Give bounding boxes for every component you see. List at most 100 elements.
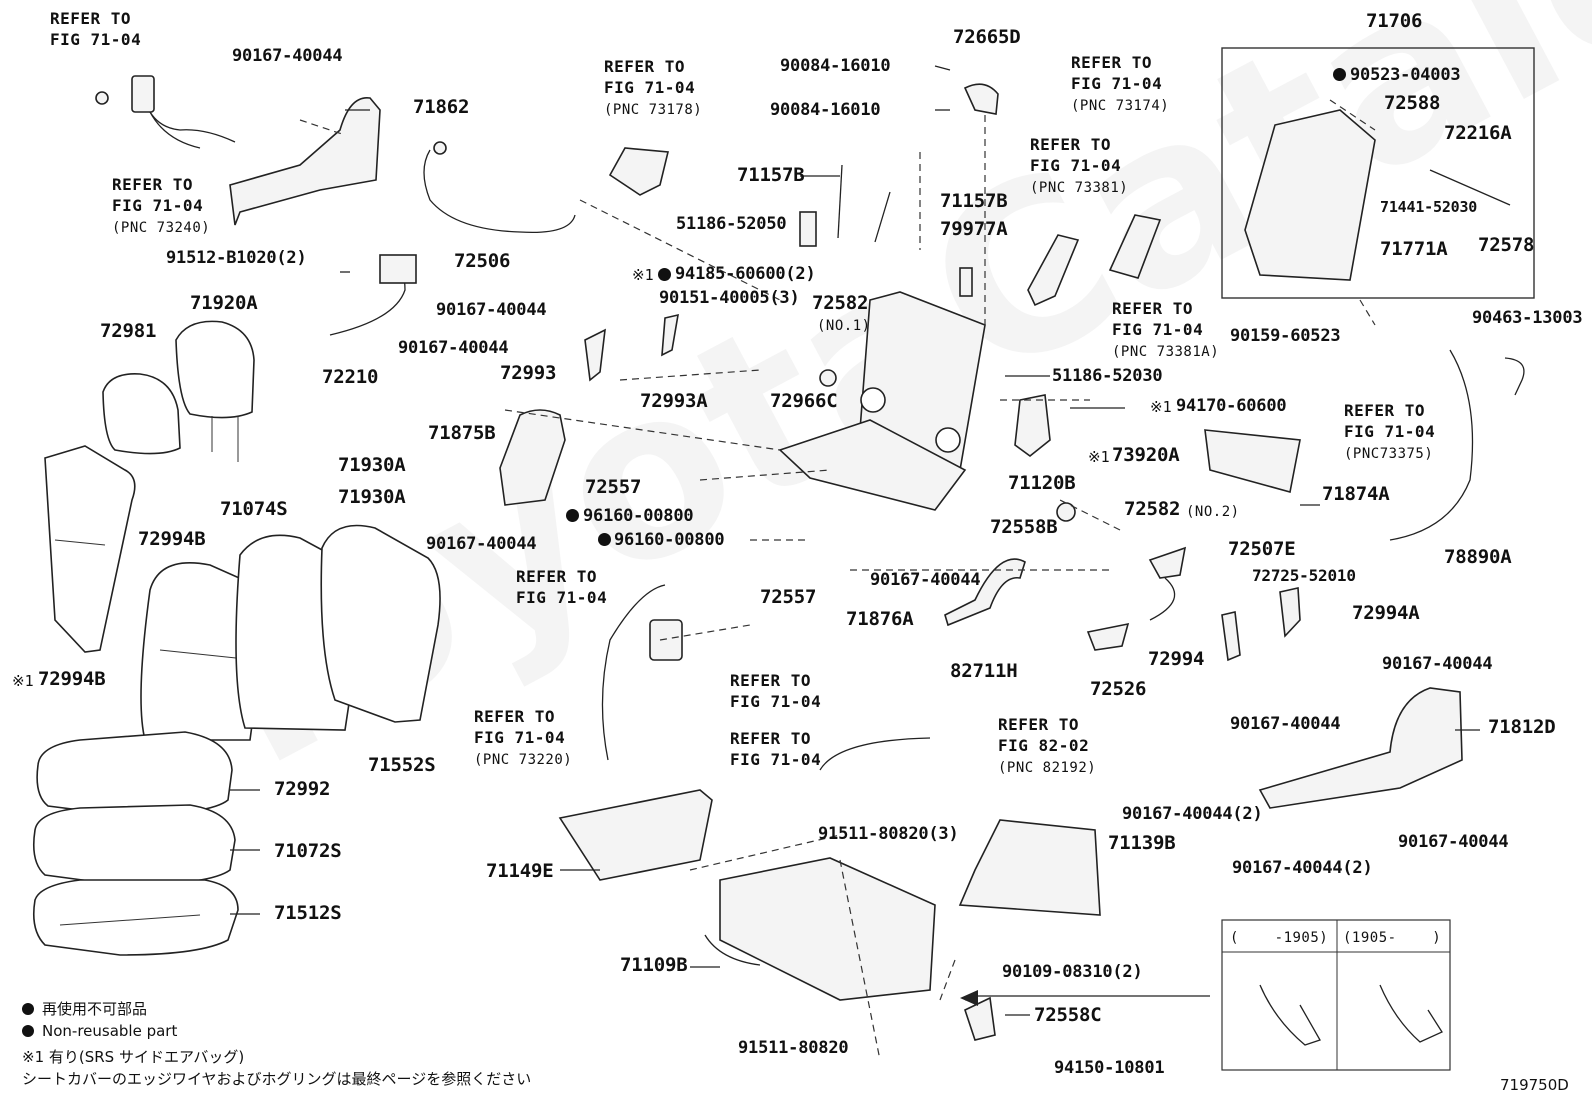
- label-72210: 72210: [322, 366, 379, 388]
- label-91512-b1020: 91512-B1020(2): [166, 248, 307, 268]
- x1-mark: ※1: [1088, 448, 1110, 466]
- headrest-72981: [102, 373, 181, 455]
- label-72582-no1: 72582: [812, 292, 869, 314]
- bracket-72993a: [661, 313, 679, 357]
- label-82711h: 82711H: [950, 660, 1018, 682]
- label-78890a: 78890A: [1444, 546, 1512, 568]
- label-94170-60600: 94170-60600: [1176, 396, 1287, 416]
- label-90523-04003: 90523-04003: [1350, 65, 1461, 85]
- cable-78890a: [1389, 349, 1474, 541]
- rod-72578: [1429, 169, 1511, 206]
- hook-90463-13003: [1504, 357, 1525, 396]
- label-71441-52030: 71441-52030: [1380, 198, 1478, 216]
- refer-to-text: REFER TO: [604, 57, 686, 76]
- label-72994b: 72994B: [138, 528, 206, 550]
- label-71072s: 71072S: [274, 840, 342, 862]
- legend-text: Non-reusable part: [42, 1022, 178, 1040]
- label-90167-40044-c: 90167-40044: [426, 534, 537, 554]
- seat-frame-71120b: [778, 291, 986, 511]
- label-90167-40044-2a: 90167-40044(2): [1122, 804, 1263, 824]
- label-71771a: 71771A: [1380, 238, 1448, 260]
- cover-73178: [608, 147, 669, 196]
- label-90463-13003: 90463-13003: [1472, 308, 1583, 328]
- label-71157b-a: 71157B: [737, 164, 805, 186]
- cushion-cover-71512s: [32, 879, 239, 956]
- inset-header-left: ( -1905): [1230, 930, 1329, 946]
- x1-mark: ※1: [632, 266, 654, 284]
- legend-note-cover: シートカバーのエッジワイヤおよびホグリングは最終ページを参照ください: [22, 1070, 532, 1088]
- bracket-72994a: [1279, 587, 1301, 638]
- x1-mark: ※1: [12, 672, 34, 690]
- ref-fig: FIG 71-04: [604, 78, 696, 97]
- bracket-72993: [584, 328, 606, 382]
- label-73920a: 73920A: [1112, 444, 1180, 466]
- ref-fig: FIG 71-04: [1112, 320, 1204, 339]
- label-96160-00800-a: 96160-00800: [583, 506, 694, 526]
- label-72526: 72526: [1090, 678, 1147, 700]
- refer-to-text: REFER TO: [50, 9, 132, 28]
- label-71139b: 71139B: [1108, 832, 1176, 854]
- ref-fig: FIG 71-04: [516, 588, 608, 607]
- label-71874a: 71874A: [1322, 483, 1390, 505]
- seatback-cover-x1: [44, 445, 136, 653]
- bracket-72994: [1221, 611, 1241, 662]
- nonreusable-dot: [598, 533, 611, 546]
- legend-note-x1: ※1 有り(SRS サイドエアバッグ): [22, 1048, 245, 1066]
- label-72993: 72993: [500, 362, 557, 384]
- ref-fig: FIG 71-04: [112, 196, 204, 215]
- label-72994: 72994: [1148, 648, 1205, 670]
- nonreusable-dot: [1333, 68, 1346, 81]
- label-90167-40044-d: 90167-40044: [870, 570, 981, 590]
- belt-71874a: [1204, 429, 1301, 494]
- refer-to-text: REFER TO: [1112, 299, 1194, 318]
- label-72506: 72506: [454, 250, 511, 272]
- label-91511-80820: 91511-80820: [738, 1038, 849, 1058]
- base-71109b: [704, 857, 936, 1001]
- label-94150-10801: 94150-10801: [1054, 1058, 1165, 1078]
- legend-nonreusable-en: Non-reusable part: [22, 1022, 177, 1040]
- label-72981: 72981: [100, 320, 157, 342]
- label-72994a: 72994A: [1352, 602, 1420, 624]
- label-90167-40044-e: 90167-40044: [1382, 654, 1493, 674]
- nonreusable-dot: [658, 268, 671, 281]
- label-71930a-a: 71930A: [338, 454, 406, 476]
- label-72582-no2: 72582: [1124, 498, 1181, 520]
- label-71706: 71706: [1366, 10, 1423, 32]
- label-79977a: 79977A: [940, 218, 1008, 240]
- airbag-73920a: [1014, 394, 1051, 458]
- label-96160-00800-b: 96160-00800: [614, 530, 725, 550]
- label-51186-52050: 51186-52050: [676, 214, 787, 234]
- back-board-71771a: [1244, 109, 1376, 281]
- ref-pnc: (PNC 82192): [998, 760, 1097, 776]
- refer-to-text: REFER TO: [1344, 401, 1426, 420]
- shield-71862: [229, 97, 381, 226]
- x1-mark: ※1: [1150, 398, 1172, 416]
- label-72665d: 72665D: [953, 26, 1021, 48]
- recliner-cover-72665d: [963, 83, 999, 115]
- ref-fig: FIG 71-04: [730, 750, 822, 769]
- label-71812d: 71812D: [1488, 716, 1556, 738]
- label-71875b: 71875B: [428, 422, 496, 444]
- cable-72506: [423, 141, 576, 234]
- shield-71812d: [1258, 687, 1463, 809]
- pad-79977a: [959, 267, 973, 297]
- rods-71157b: [799, 164, 891, 247]
- ref-pnc: (PNC 73174): [1071, 98, 1170, 114]
- ref-fig: FIG 71-04: [1030, 156, 1122, 175]
- inset-header-right: (1905- ): [1343, 930, 1442, 946]
- label-90167-40044-2b: 90167-40044(2): [1232, 858, 1373, 878]
- nonreusable-dot: [566, 509, 579, 522]
- knob-72582: [819, 369, 1076, 522]
- refer-to-text: REFER TO: [730, 671, 812, 690]
- label-91511-80820-3: 91511-80820(3): [818, 824, 959, 844]
- cushion-cover-72992: [36, 731, 233, 816]
- inset-detail: [1221, 919, 1451, 1071]
- label-72993a: 72993A: [640, 390, 708, 412]
